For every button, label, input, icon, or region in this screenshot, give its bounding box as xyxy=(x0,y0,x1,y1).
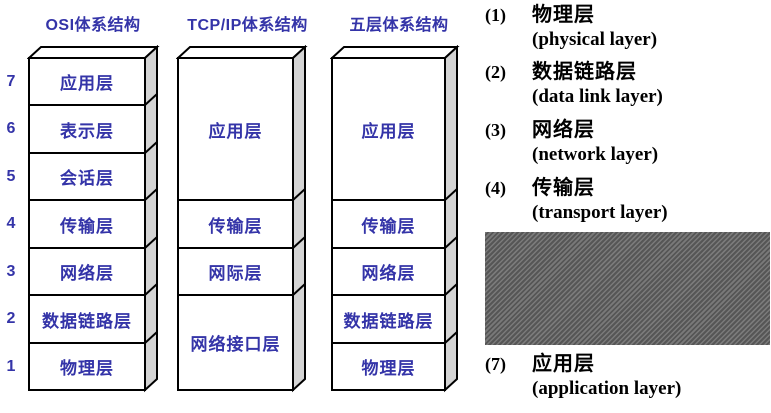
osi-layer-5-number: 5 xyxy=(6,167,16,185)
osi-column-title: OSI体系结构 xyxy=(45,17,141,34)
legend-en-label: (data link layer) xyxy=(532,86,663,107)
tcpip-side-face xyxy=(292,45,306,393)
five-layer-column-title: 五层体系结构 xyxy=(349,17,449,34)
osi-layer-6-number: 6 xyxy=(6,120,16,137)
legend-item-datalink: (2) 数据链路层 (data link layer) xyxy=(485,59,771,109)
legend-item-transport: (4) 传输层 (transport layer) xyxy=(485,175,771,225)
osi-layer-2-number: 2 xyxy=(6,310,16,327)
osi-layer-1-number: 1 xyxy=(6,357,16,375)
osi-side-dividers xyxy=(144,93,158,344)
legend-number: (3) xyxy=(485,120,506,140)
tcpip-3d-stack xyxy=(176,45,308,393)
legend-zh-label: 应用层 xyxy=(532,353,595,375)
legend-number: (2) xyxy=(485,62,506,82)
five-layer-side-dividers xyxy=(444,188,458,344)
tcpip-top-face xyxy=(176,46,308,59)
osi-top-face xyxy=(27,46,160,59)
tcpip-column-title: TCP/IP体系结构 xyxy=(187,17,308,34)
redacted-region xyxy=(485,232,770,345)
five-layer-front-face xyxy=(331,57,446,391)
five-layer-dividers xyxy=(332,199,445,344)
legend-item-network: (3) 网络层 (network layer) xyxy=(485,117,771,167)
legend-zh-label: 数据链路层 xyxy=(532,61,637,83)
legend-number: (4) xyxy=(485,178,506,198)
legend-en-label: (network layer) xyxy=(532,144,659,165)
legend-en-label: (application layer) xyxy=(532,378,682,399)
osi-layer-3-number: 3 xyxy=(6,262,16,280)
legend-en-label: (physical layer) xyxy=(532,29,658,50)
legend-en-label: (transport layer) xyxy=(532,202,668,223)
osi-layer-4-number: 4 xyxy=(6,215,16,232)
legend-number: (7) xyxy=(485,354,506,374)
osi-front-face xyxy=(28,57,146,391)
legend-number: (1) xyxy=(485,5,506,25)
osi-layer-dividers xyxy=(29,104,145,344)
legend-zh-label: 网络层 xyxy=(532,119,595,141)
tcpip-front-face xyxy=(177,57,294,391)
five-layer-3d-stack xyxy=(330,45,460,393)
osi-3d-stack xyxy=(27,45,160,393)
legend-zh-label: 物理层 xyxy=(532,4,595,26)
legend-zh-label: 传输层 xyxy=(532,177,595,199)
tcpip-layer-dividers xyxy=(178,199,293,296)
five-layer-top-face xyxy=(330,46,460,59)
tcpip-side-dividers xyxy=(292,188,306,296)
legend-item-physical: (1) 物理层 (physical layer) xyxy=(485,2,771,52)
legend-item-application: (7) 应用层 (application layer) xyxy=(485,351,771,401)
osi-layer-7-number: 7 xyxy=(6,72,16,90)
